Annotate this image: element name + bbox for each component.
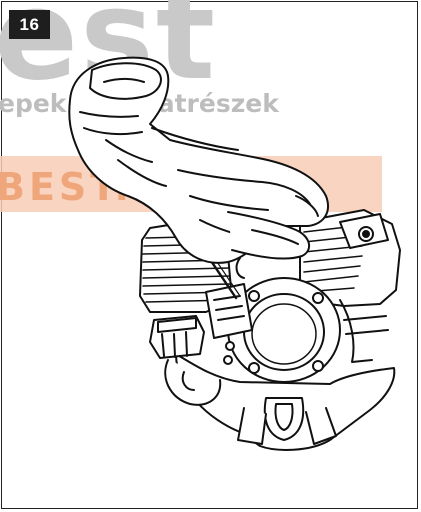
engine-block bbox=[139, 209, 401, 451]
step-number-badge: 16 bbox=[9, 10, 50, 39]
gloved-hand bbox=[68, 56, 329, 279]
